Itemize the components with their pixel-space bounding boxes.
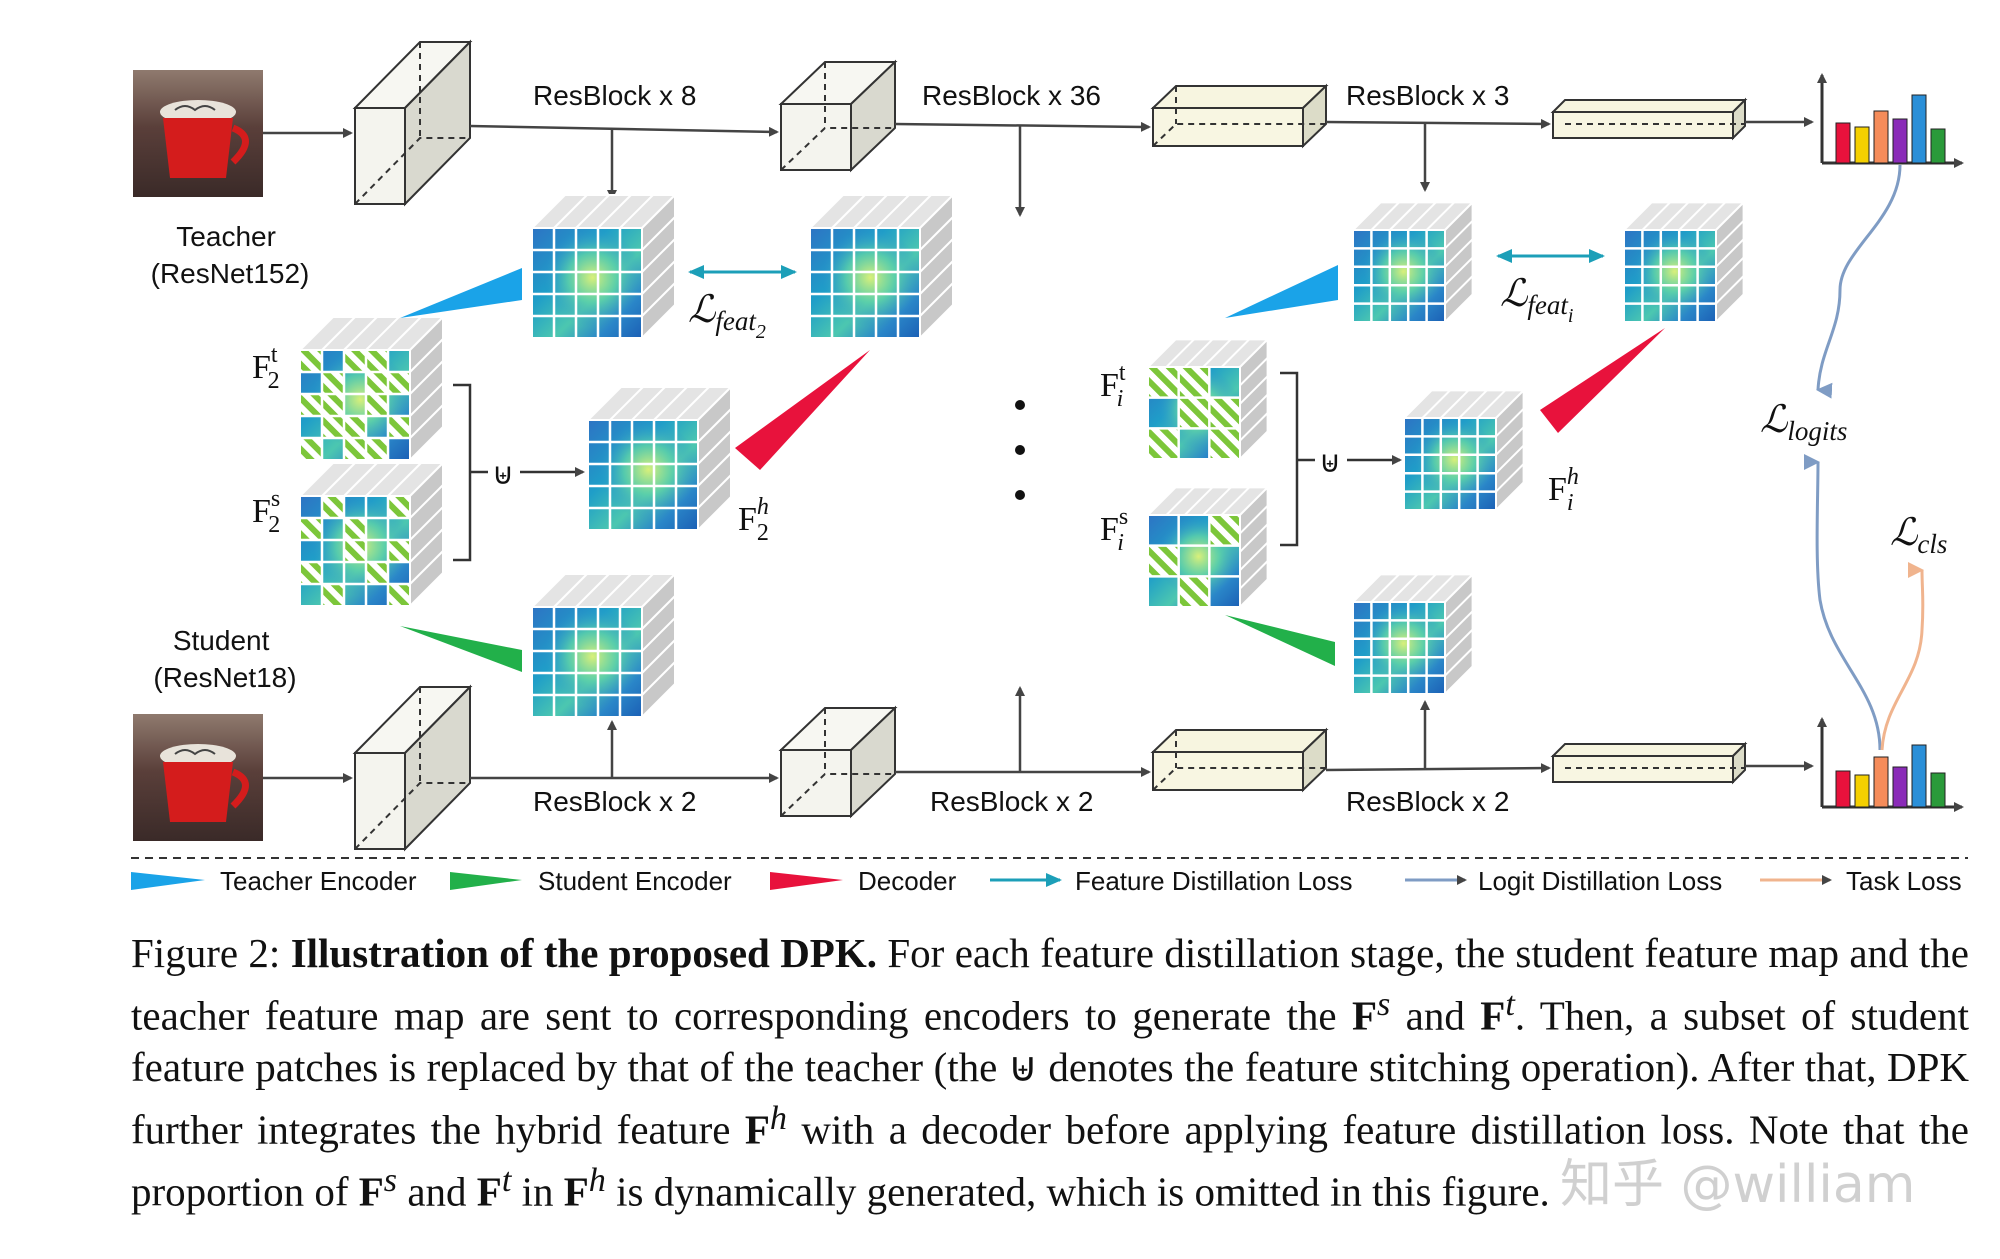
student-encoder-wedge-stage2 (400, 626, 522, 672)
hist-bar (1892, 118, 1908, 164)
student-encoded-cube-stagei (1350, 571, 1476, 697)
legend-logit-loss-label: Logit Distillation Loss (1478, 866, 1722, 896)
student-stage-3-label: ResBlock x 2 (1346, 786, 1509, 817)
teacher-encoder-wedge-stagei (1225, 265, 1338, 318)
stitch-symbol-stagei: ⊎ (1319, 446, 1341, 479)
teacher-feature-cube-stagei (1621, 199, 1747, 325)
watermark: 知乎 @william (1560, 1155, 1916, 1215)
hist-bar (1930, 128, 1946, 164)
legend: Teacher Encoder Student Encoder Decoder … (131, 866, 1962, 896)
hist-bar (1835, 122, 1851, 164)
teacher-stage-3-label: ResBlock x 3 (1346, 80, 1509, 111)
hist-bar (1873, 756, 1889, 808)
student-encoder-wedge-stagei (1225, 615, 1335, 666)
student-logits-histogram (1817, 717, 1964, 812)
teacher-stage-1-label: ResBlock x 8 (533, 80, 696, 111)
student-stage-2-label: ResBlock x 2 (930, 786, 1093, 817)
hist-bar (1911, 744, 1927, 808)
hist-bar (1911, 94, 1927, 164)
stitch-bracket-stage2 (453, 383, 585, 562)
loss-logits-label: ℒlogits (1760, 399, 1847, 446)
student-backbone (352, 684, 1748, 852)
student-label-line2: (ResNet18) (153, 662, 296, 693)
decoder-wedge-stagei (1540, 328, 1665, 433)
loss-feat2-label: ℒfeat2 (688, 289, 766, 343)
fti-mixed-cube (1145, 336, 1271, 462)
encoders-decoders (400, 265, 1665, 672)
student-input-image (133, 714, 263, 841)
logit-distill-curve-bottom (1803, 453, 1882, 751)
fs2-mixed-cube (297, 460, 446, 609)
teacher-label: Teacher (ResNet152) (151, 221, 310, 289)
teacher-feature-cube-stage2 (807, 192, 956, 341)
fhi-hybrid-cube (1401, 387, 1527, 513)
teacher-backbone (352, 39, 1748, 207)
hist-bar (1835, 770, 1851, 808)
hist-bar (1892, 766, 1908, 808)
teacher-encoded-cube-stagei (1350, 199, 1476, 325)
legend-decoder-label: Decoder (858, 866, 957, 896)
teacher-label-line1: Teacher (176, 221, 276, 252)
teacher-input-image (133, 70, 263, 197)
loss-feati-label: ℒfeati (1500, 273, 1573, 327)
teacher-encoder-wedge-stage2 (400, 268, 522, 318)
loss-cls-label: ℒcls (1890, 512, 1947, 559)
legend-teacher-encoder-swatch (131, 872, 205, 890)
hist-bar (1873, 110, 1889, 164)
teacher-logits-histogram (1817, 73, 1964, 168)
decoder-wedge-stage2 (735, 350, 870, 470)
legend-teacher-encoder-label: Teacher Encoder (220, 866, 417, 896)
ft2-mixed-cube (297, 314, 446, 463)
legend-task-loss-label: Task Loss (1846, 866, 1962, 896)
student-stage-1-label: ResBlock x 2 (533, 786, 696, 817)
teacher-connectors (263, 117, 1814, 217)
student-connectors (263, 686, 1814, 783)
feature-cubes (297, 192, 1747, 720)
stage-ellipsis (1015, 400, 1025, 500)
student-label-line1: Student (173, 625, 270, 656)
hist-bar (1930, 772, 1946, 808)
stitch-bracket-stagei (1280, 371, 1402, 547)
legend-student-encoder-swatch (450, 872, 522, 890)
legend-decoder-swatch (770, 872, 843, 890)
hist-bar (1854, 126, 1870, 164)
dpk-architecture-figure: Teacher (ResNet152) Student (ResNet18) (131, 39, 1968, 896)
teacher-stage-2-label: ResBlock x 36 (922, 80, 1101, 111)
teacher-encoded-cube-stage2 (529, 192, 678, 341)
logit-distill-curve-top (1816, 164, 1902, 399)
fsi-mixed-cube (1145, 484, 1271, 610)
legend-feature-loss-label: Feature Distillation Loss (1075, 866, 1352, 896)
caption-bold-title: Illustration of the proposed DPK. (290, 930, 877, 976)
student-label: Student (ResNet18) (153, 625, 296, 693)
teacher-label-line2: (ResNet152) (151, 258, 310, 289)
caption-prefix: Figure 2: (131, 930, 291, 976)
figure-caption: Figure 2: Illustration of the proposed D… (131, 930, 1970, 1215)
student-encoded-cube-stage2 (529, 571, 678, 720)
legend-student-encoder-label: Student Encoder (538, 866, 732, 896)
stitch-symbol-stage2: ⊎ (492, 458, 514, 491)
task-loss-curve (1880, 562, 1925, 751)
hist-bar (1854, 774, 1870, 808)
caption-stitch-symbol: ⊎ (1007, 1043, 1038, 1090)
fh2-hybrid-cube (585, 384, 734, 533)
